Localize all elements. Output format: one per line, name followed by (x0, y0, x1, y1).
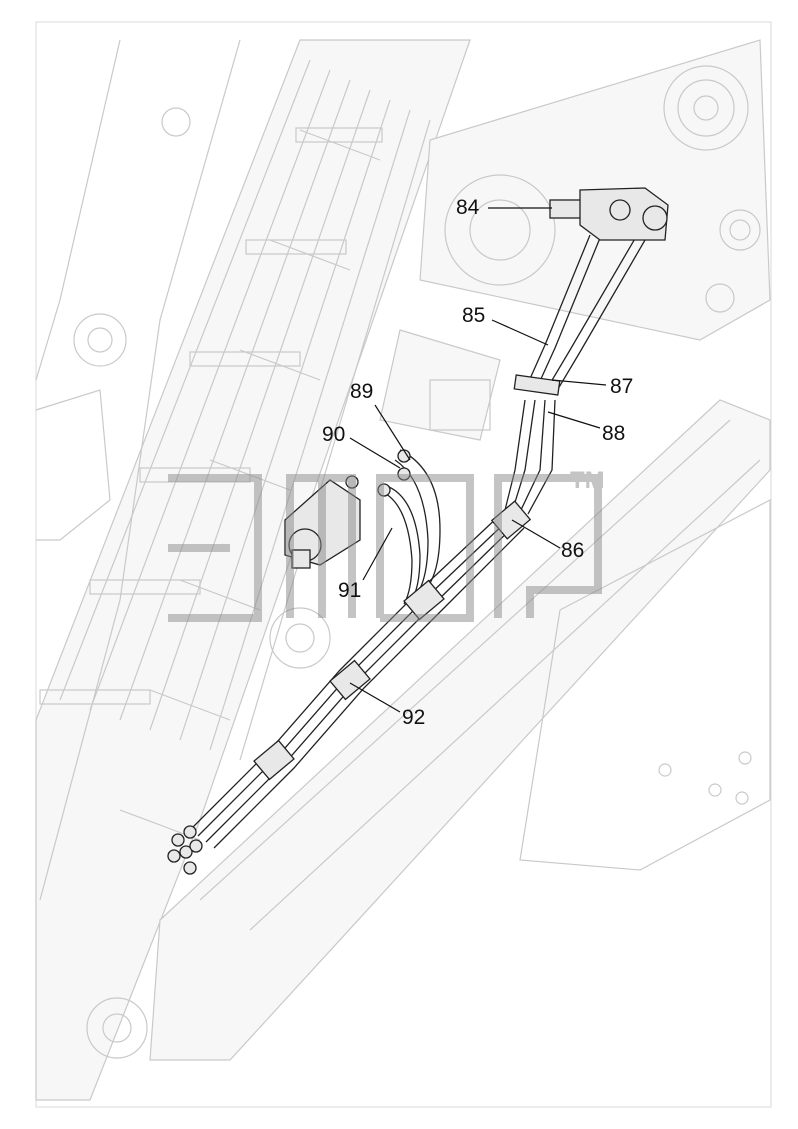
callout-labels: 84 85 86 87 88 89 90 91 92 (322, 196, 633, 729)
callout-84: 84 (456, 196, 480, 219)
leader-lines (349, 207, 607, 713)
callout-89: 89 (350, 380, 373, 403)
top-motor (549, 187, 669, 241)
callout-85: 85 (462, 304, 485, 327)
hose-clamps (253, 374, 561, 781)
callout-86: 86 (561, 539, 584, 562)
callout-88: 88 (602, 422, 625, 445)
hose-end-fittings (167, 825, 203, 875)
trademark-mark: TM (570, 467, 605, 494)
callout-87: 87 (610, 375, 633, 398)
callout-90: 90 (322, 423, 345, 446)
chassis-background (35, 39, 771, 1101)
callout-91: 91 (338, 579, 361, 602)
watermark-logo: TM (168, 467, 605, 622)
callout-92: 92 (402, 706, 425, 729)
